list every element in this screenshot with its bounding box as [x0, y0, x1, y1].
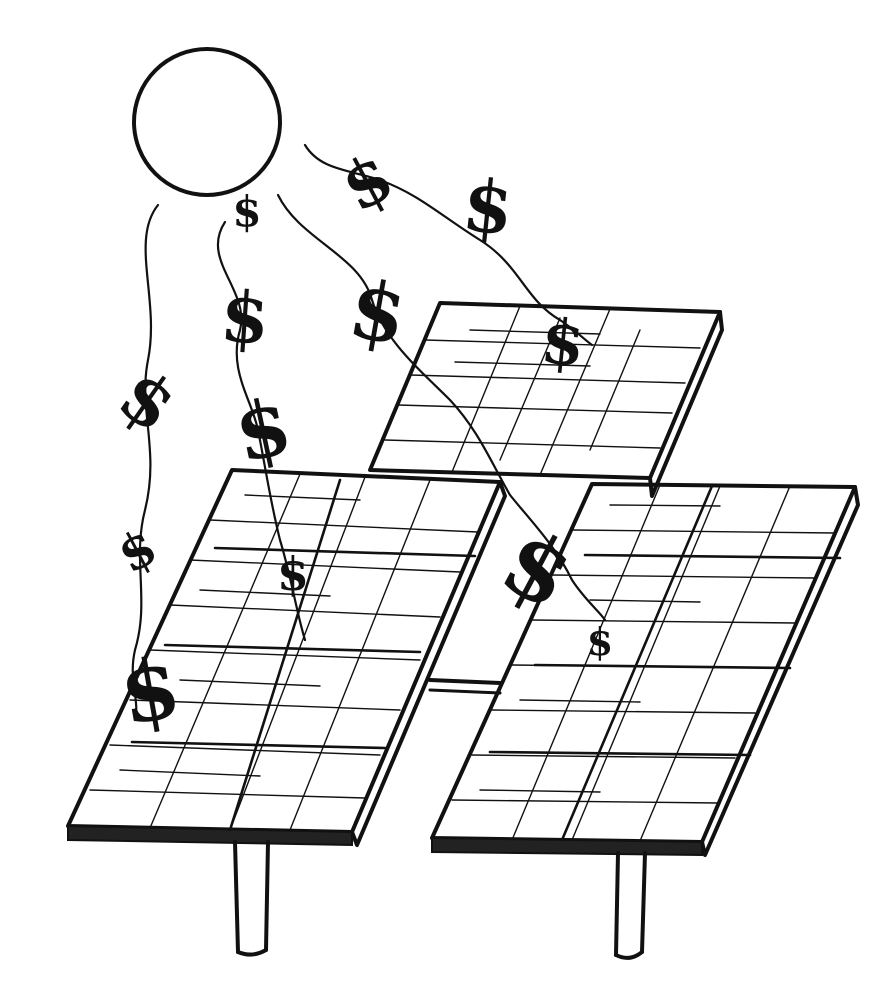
solar-panel-right: [430, 482, 860, 960]
dollar-sign-d5: $: [218, 274, 272, 360]
dollar-sign-d7: $: [227, 380, 299, 480]
solar-panel-back: [368, 301, 724, 695]
money-strings: [131, 143, 607, 722]
dollar-sign-d2: $: [459, 162, 518, 252]
dollar-sign-d12: $: [277, 547, 309, 601]
sun-icon: [132, 47, 282, 197]
solar-panel-left: [66, 468, 507, 957]
dollar-sign-d9: $: [108, 516, 166, 584]
dollar-sign-d8: $: [538, 304, 589, 381]
money-string-4: [303, 143, 594, 347]
dollar-sign-d11: $: [113, 637, 188, 745]
money-string-1: [131, 203, 160, 722]
dollar-sign-d1: $: [328, 137, 405, 227]
dollar-sign-d14: $: [587, 619, 613, 664]
dollar-sign-d4: $: [342, 261, 413, 363]
dollar-sign-d3: $: [232, 187, 261, 236]
dollar-signs: $$$$$$$$$$$$$: [104, 137, 613, 745]
dollar-sign-d6: $: [104, 353, 192, 449]
money-string-2: [216, 220, 307, 642]
money-string-3: [276, 193, 607, 622]
